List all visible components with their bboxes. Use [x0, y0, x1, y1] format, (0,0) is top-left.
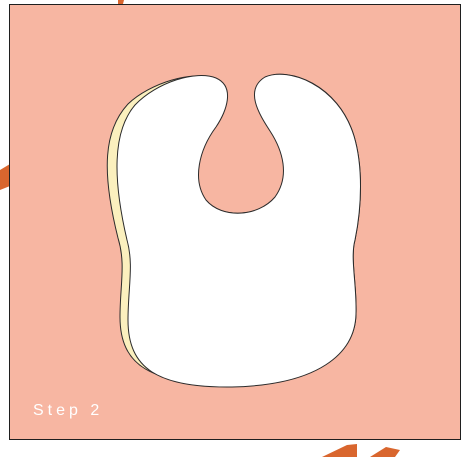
edge-accent-top	[118, 0, 124, 4]
edge-accent-bottom-right	[370, 447, 400, 457]
edge-accent-bottom	[322, 444, 357, 457]
edge-accent-left	[0, 164, 10, 190]
step-label: Step 2	[33, 403, 103, 419]
